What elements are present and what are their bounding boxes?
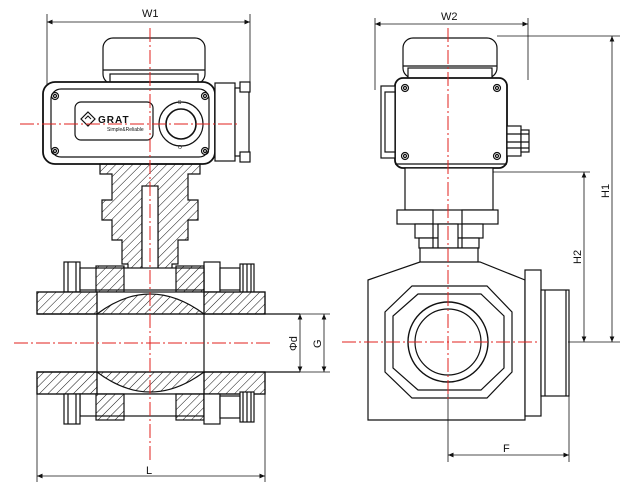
label-h1: H1 <box>600 184 612 198</box>
actuator-cover-right <box>402 37 498 81</box>
label-phi-d: Φd <box>288 336 300 351</box>
left-centerlines <box>14 28 270 460</box>
w2-dimension <box>374 18 529 90</box>
actuator-cover-left <box>102 37 206 85</box>
label-f: F <box>503 443 510 455</box>
f-dimension <box>447 390 570 462</box>
bore-dimensions <box>265 313 330 373</box>
height-dimensions <box>493 35 620 343</box>
bracket-right <box>396 167 499 273</box>
l-dimension <box>36 394 266 482</box>
label-g: G <box>312 339 324 348</box>
label-h2: H2 <box>572 250 584 264</box>
actuator-body-left <box>42 81 251 165</box>
grat-logo <box>80 111 96 127</box>
dial-label-bottom: O <box>178 145 182 151</box>
logo-tagline: Simple&Reliable <box>107 127 144 133</box>
actuator-body-right <box>380 77 530 169</box>
label-l: L <box>146 465 152 477</box>
valve-body-right <box>367 261 570 421</box>
valve-body-section-left <box>36 261 300 425</box>
label-w1: W1 <box>142 8 159 20</box>
right-view <box>367 18 620 462</box>
w1-dimension <box>46 14 251 90</box>
label-w2: W2 <box>441 11 458 23</box>
left-view: GRAT Simple&Reliable S O <box>36 14 330 482</box>
logo-brand: GRAT <box>98 115 130 126</box>
dial-label-top: S <box>178 100 182 106</box>
right-centerlines <box>342 28 540 400</box>
